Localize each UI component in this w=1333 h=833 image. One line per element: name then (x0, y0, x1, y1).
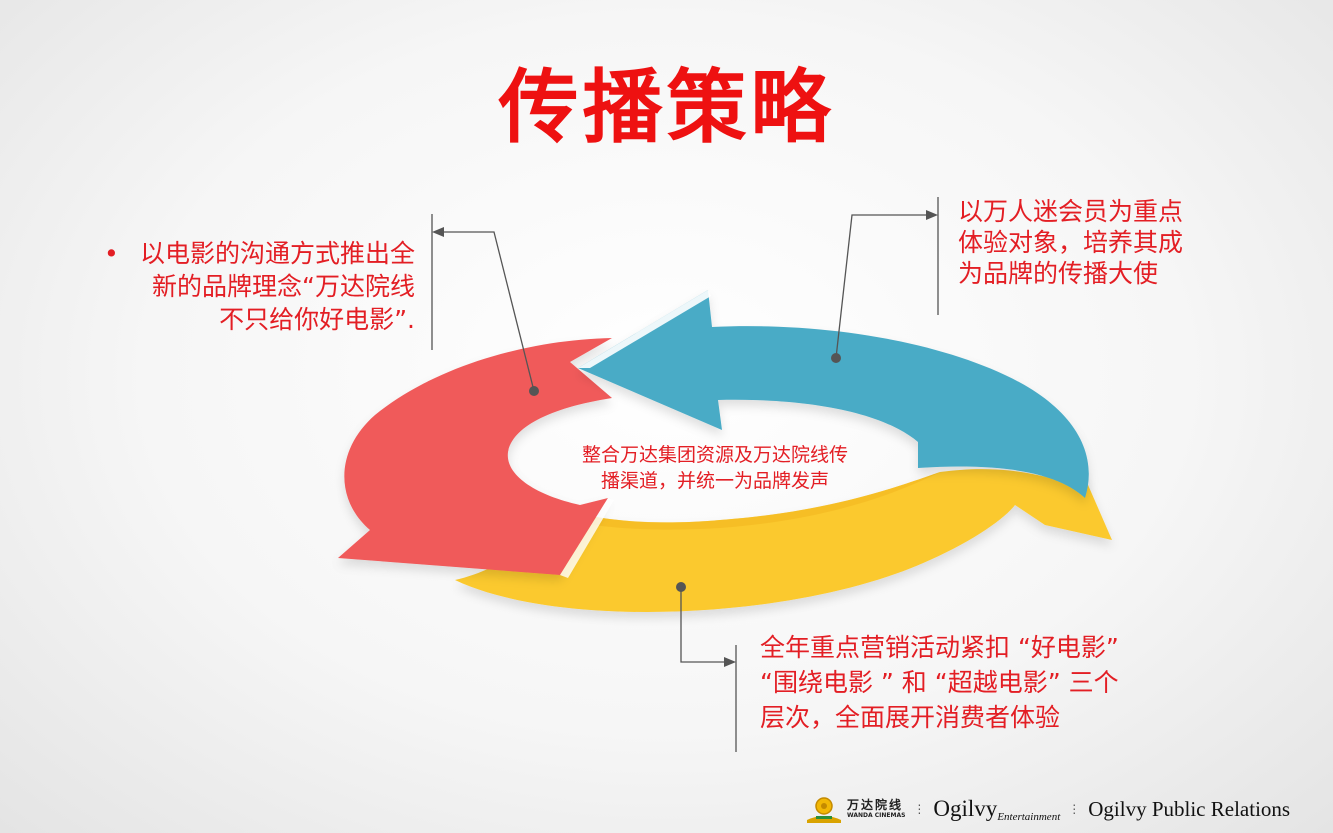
left-annotation: 以电影的沟通方式推出全新的品牌理念“万达院线 不只给你好电影”. (139, 239, 415, 334)
wanda-cn-name: 万达院线 (847, 797, 904, 812)
separator-2: ⋮ (1068, 802, 1081, 816)
bottom-connector (680, 587, 737, 752)
blue-cycle-arrow (578, 290, 1089, 498)
left-bullet: • (104, 239, 119, 268)
right-top-annotation: 以万人迷会员为重点体验对象，培养其成为品牌的传播大使 (958, 197, 1184, 288)
wanda-logo-icon (807, 797, 841, 823)
wanda-logo: 万达院线 WANDA CINEMAS (805, 794, 905, 824)
ogilvy-logo: Ogilvy (933, 796, 998, 821)
yellow-cycle-arrow (455, 455, 1112, 613)
left-connector (431, 214, 535, 392)
right-top-connector (835, 197, 939, 359)
ogilvy-entertainment: Entertainment (997, 811, 1061, 823)
footer-logos: 万达院线 WANDA CINEMAS ⋮ Ogilvy Entertainmen… (805, 792, 1325, 826)
page-title: 传播策略 (498, 61, 835, 154)
ogilvy-pr-logo: Ogilvy Public Relations (1088, 796, 1291, 821)
center-text: 整合万达集团资源及万达院线传播渠道，并统一为品牌发声 (581, 444, 848, 492)
bottom-annotation: 全年重点营销活动紧扣 “好电影” “围绕电影 ” 和 “超越电影” 三个层次，全… (760, 633, 1119, 732)
wanda-en-name: WANDA CINEMAS (847, 811, 906, 819)
red-cycle-arrow (338, 338, 612, 575)
separator-1: ⋮ (913, 802, 926, 816)
